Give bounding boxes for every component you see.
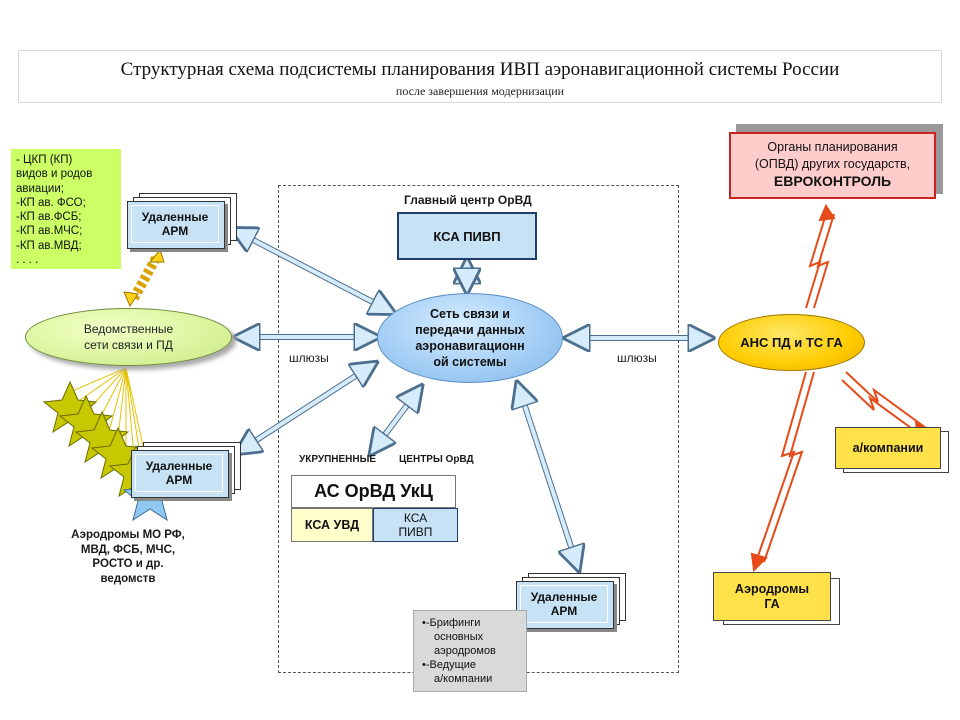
airports-mo-line: МВД, ФСБ, МЧС, <box>80 543 176 556</box>
briefing-note: •-Брифинги основных аэродромов •-Ведущие… <box>413 610 527 692</box>
briefing-line: •-Ведущие <box>422 659 476 671</box>
diagram-subtitle: после завершения модернизации <box>395 84 565 98</box>
briefing-line: аэродромов <box>434 645 496 657</box>
airports-mo-line: Аэродромы МО РФ, <box>71 529 185 541</box>
foreign-orgs-label: (ОПВД) других государств, <box>754 157 911 171</box>
arrow-arm-top-to-network <box>234 230 392 312</box>
gateways-label-left: шлюзы <box>289 351 329 365</box>
foreign-orgs-label: Органы планирования <box>767 140 898 154</box>
briefing-line: •-Брифинги <box>422 617 481 629</box>
airports-ga-label: Аэродромы <box>734 581 810 596</box>
note-line: авиации; <box>16 182 64 195</box>
remote-arm-label: АРМ <box>550 604 578 618</box>
kca-pivp-main-node: КСА ПИВП <box>397 212 537 260</box>
enlarged-centers-label-right: ЦЕНТРЫ ОрВД <box>399 454 474 465</box>
as-orvd-ukts-node: АС ОрВД УкЦ <box>291 475 456 508</box>
title-box: Структурная схема подсистемы планировани… <box>18 50 942 103</box>
departmental-networks-node: Ведомственные сети связи и ПД <box>25 308 232 366</box>
remote-arm-bottom-right: Удаленные АРМ <box>516 573 626 629</box>
arrow-network-to-arm-right <box>518 385 578 568</box>
diagram-title: Структурная схема подсистемы планировани… <box>120 59 840 80</box>
departmental-networks-label: Ведомственные <box>83 322 174 336</box>
enlarged-centers-label-left: УКРУПНЕННЫЕ <box>299 454 377 465</box>
arrow-note-to-departmental <box>123 248 165 308</box>
network-label: передачи данных <box>415 323 525 337</box>
briefing-line: основных <box>434 631 484 643</box>
airports-mo-line: ведомств <box>100 572 156 585</box>
network-label: ой системы <box>433 355 507 369</box>
air-command-posts-note: - ЦКП (КП) видов и родов авиации; -КП ав… <box>11 149 121 269</box>
departmental-networks-label: сети связи и ПД <box>84 338 173 352</box>
airports-mo-line: РОСТО и др. <box>92 558 164 570</box>
network-label: Сеть связи и <box>430 307 510 321</box>
rays-to-airports <box>69 367 151 479</box>
remote-arm-label: Удаленные <box>141 210 209 224</box>
arrow-network-to-centers <box>372 388 420 452</box>
kca-pivp-small-label: КСА <box>403 511 428 525</box>
remote-arm-label: АРМ <box>165 473 193 487</box>
main-center-label: Главный центр ОрВД <box>404 193 532 207</box>
remote-arm-label: АРМ <box>161 224 189 238</box>
kca-pivp-small-label: ПИВП <box>398 525 433 539</box>
arrow-arm-bottom-to-network <box>238 364 374 452</box>
lightning-ans-to-airports-ga <box>750 371 815 573</box>
airports-ga-label: ГА <box>764 596 780 611</box>
foreign-planning-orgs-node: Органы планирования (ОПВД) других госуда… <box>729 132 936 199</box>
note-line: видов и родов <box>16 168 93 181</box>
gateways-label-right: шлюзы <box>617 351 657 365</box>
network-label: аэронавигационн <box>415 339 525 353</box>
note-line: -КП ав. ФСО; <box>16 196 86 209</box>
briefing-line: а/компании <box>434 673 493 685</box>
note-line: - ЦКП (КП) <box>16 154 73 166</box>
remote-arm-bottom-left: Удаленные АРМ <box>131 442 241 498</box>
note-line: . . . . <box>16 254 39 267</box>
airports-ga-node: Аэродромы ГА <box>713 572 831 621</box>
kca-pivp-small-node: КСА ПИВП <box>373 508 458 542</box>
note-line: -КП ав.МЧС; <box>16 225 83 238</box>
kca-uvd-node: КСА УВД <box>291 508 373 542</box>
airlines-node: а/компании <box>835 427 941 469</box>
lightning-ans-to-orgs <box>805 203 836 309</box>
airports-mo-label: Аэродромы МО РФ, МВД, ФСБ, МЧС, РОСТО и … <box>56 528 200 586</box>
note-line: -КП ав.МВД; <box>16 239 82 252</box>
remote-arm-top-left: Удаленные АРМ <box>127 193 237 249</box>
note-line: -КП ав.ФСБ; <box>16 211 82 224</box>
remote-arm-label: Удаленные <box>145 459 213 473</box>
remote-arm-label: Удаленные <box>530 590 598 604</box>
eurocontrol-label: ЕВРОКОНТРОЛЬ <box>773 173 892 189</box>
ans-node: АНС ПД и ТС ГА <box>718 314 865 371</box>
communication-network-node: Сеть связи и передачи данных аэронавигац… <box>377 293 563 383</box>
